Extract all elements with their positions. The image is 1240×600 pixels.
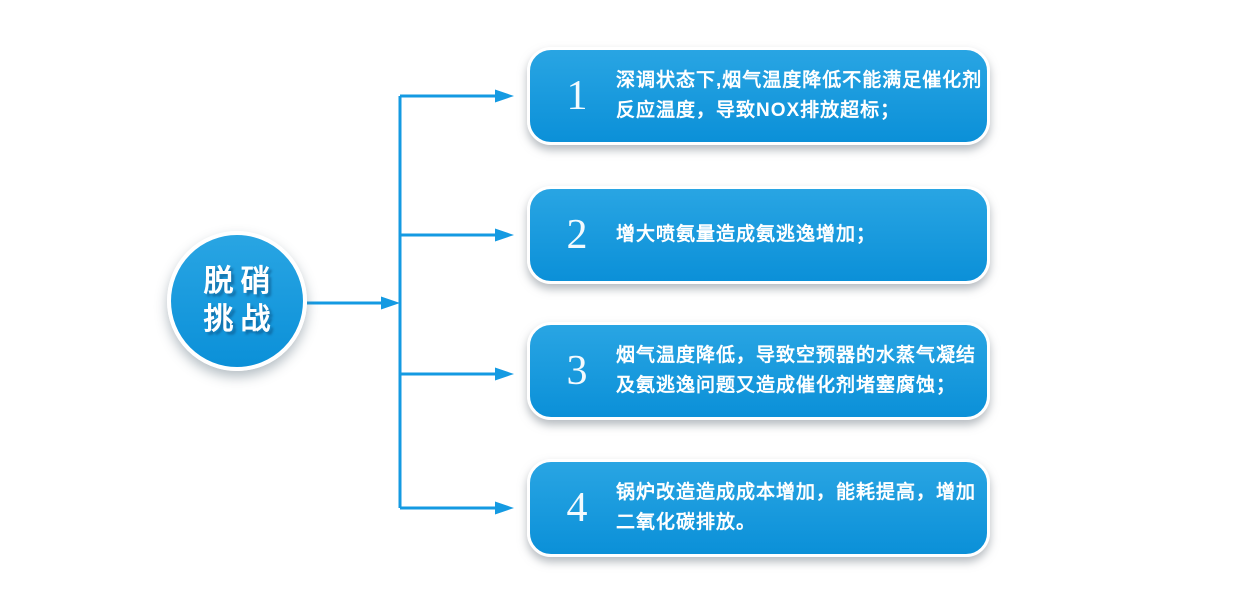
challenge-number-1: 1 xyxy=(566,73,588,119)
challenge-text-1: 深调状态下,烟气温度降低不能满足催化剂 反应温度，导致NOX排放超标； xyxy=(616,66,982,126)
challenge-box-3: 3 烟气温度降低，导致空预器的水蒸气凝结 及氨逃逸问题又造成催化剂堵塞腐蚀； xyxy=(527,322,990,420)
challenge-box-2: 2 增大喷氨量造成氨逃逸增加； xyxy=(527,186,990,284)
challenge-text-2-line1: 增大喷氨量造成氨逃逸增加； xyxy=(616,224,877,245)
arrowhead-4 xyxy=(495,501,514,515)
arrowhead-1 xyxy=(495,89,514,103)
root-node-label-line2: 挑战 xyxy=(203,303,278,336)
arrowhead-2 xyxy=(495,228,514,242)
arrowhead-3 xyxy=(495,367,514,381)
challenge-text-4-line2: 二氧化碳排放。 xyxy=(616,512,757,533)
challenge-number-3: 3 xyxy=(566,348,588,394)
arrowhead-root xyxy=(381,296,400,310)
root-node-denitrification-challenge: 脱硝 挑战 xyxy=(167,231,307,371)
challenge-box-4: 4 锅炉改造造成成本增加，能耗提高，增加 二氧化碳排放。 xyxy=(527,459,990,557)
root-node-label-line1: 脱硝 xyxy=(203,265,278,298)
challenge-text-2: 增大喷氨量造成氨逃逸增加； xyxy=(616,220,876,250)
challenge-text-1-line2: 反应温度，导致NOX排放超标； xyxy=(616,100,901,121)
challenge-text-4-line1: 锅炉改造造成成本增加，能耗提高，增加 xyxy=(616,482,977,503)
challenge-number-4: 4 xyxy=(566,485,588,531)
challenge-box-1: 1 深调状态下,烟气温度降低不能满足催化剂 反应温度，导致NOX排放超标； xyxy=(527,47,990,145)
challenge-text-1-line1: 深调状态下,烟气温度降低不能满足催化剂 xyxy=(616,70,983,91)
challenge-text-3-line1: 烟气温度降低，导致空预器的水蒸气凝结 xyxy=(616,345,977,366)
challenge-text-4: 锅炉改造造成成本增加，能耗提高，增加 二氧化碳排放。 xyxy=(616,478,976,538)
challenge-number-2: 2 xyxy=(566,212,588,258)
challenge-text-3-line2: 及氨逃逸问题又造成催化剂堵塞腐蚀； xyxy=(616,375,957,396)
challenge-text-3: 烟气温度降低，导致空预器的水蒸气凝结 及氨逃逸问题又造成催化剂堵塞腐蚀； xyxy=(616,341,976,401)
